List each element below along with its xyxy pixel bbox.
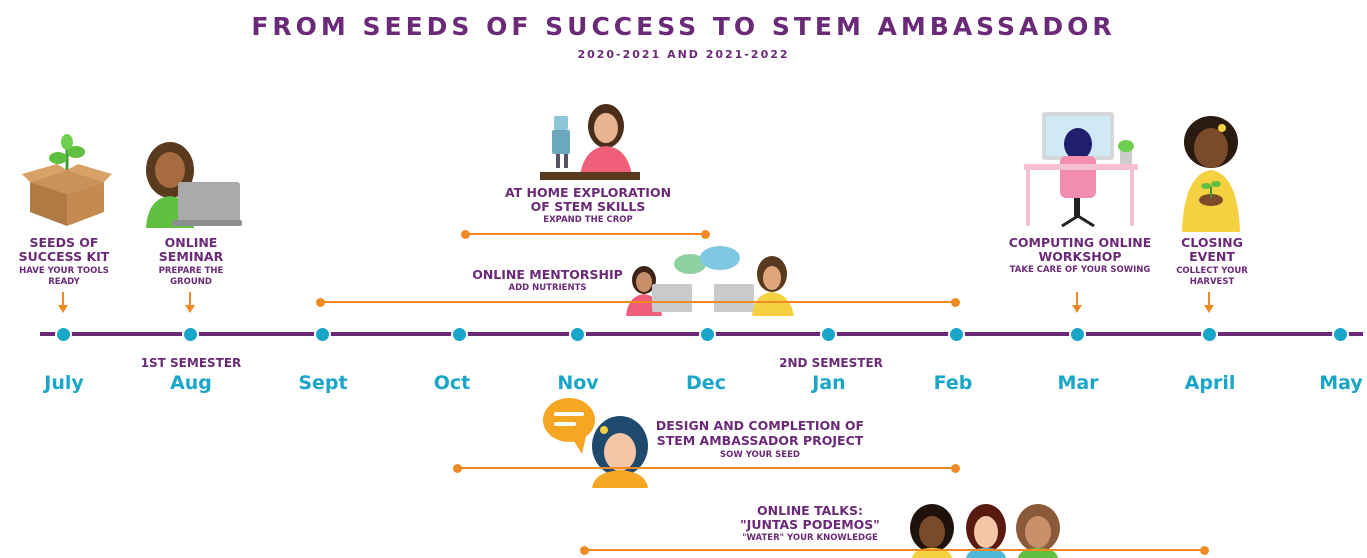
girl-speech-bubble-icon [542,396,652,488]
computing-workshop-sub: TAKE CARE OF YOUR SOWING [1009,265,1151,275]
month-marker-april [1201,326,1218,343]
computing-workshop-arrow-stem [1076,292,1078,306]
online-seminar-title-2: SEMINAR [158,249,224,264]
closing-event-title-1: CLOSING [1181,235,1243,250]
closing-event-sub-2: HARVEST [1189,277,1235,287]
design-project-range-end [951,464,960,473]
computer-desk-icon [1020,110,1145,230]
home-exploration-title-1: AT HOME EXPLORATION [504,185,672,200]
month-marker-mar [1069,326,1086,343]
online-talks-sub: "WATER" YOUR KNOWLEDGE [742,533,878,543]
computing-workshop-title-1: COMPUTING ONLINE [1008,235,1152,250]
online-talks-range-end [1200,546,1209,555]
mentorship-video-call-icon [624,242,804,320]
month-marker-july [55,326,72,343]
month-marker-aug [182,326,199,343]
month-label-aug: Aug [170,372,212,394]
second-semester-label: 2ND SEMESTER [779,356,883,370]
month-label-mar: Mar [1057,372,1099,394]
seeds-kit-sub-2: READY [48,277,80,287]
computing-workshop-title-2: WORKSHOP [1038,249,1122,264]
home-exploration-range-end [701,230,710,239]
first-semester-label: 1ST SEMESTER [140,356,242,370]
online-seminar-arrow-icon [185,305,195,313]
month-marker-sept [314,326,331,343]
mentorship-title: ONLINE MENTORSHIP [472,267,623,282]
month-label-oct: Oct [433,372,471,394]
home-exploration-title-2: OF STEM SKILLS [530,199,646,214]
month-label-feb: Feb [933,372,973,394]
online-seminar-title-1: ONLINE [164,235,218,250]
closing-event-arrow-stem [1208,292,1210,306]
month-label-july: July [44,372,84,394]
month-marker-nov [569,326,586,343]
online-talks-title-2: "JUNTAS PODEMOS" [740,517,880,532]
design-project-title-2: STEM AMBASSADOR PROJECT [656,433,864,448]
design-project-title-1: DESIGN AND COMPLETION OF [655,418,865,433]
seeds-kit-sub-1: HAVE YOUR TOOLS [19,266,109,276]
closing-event-title-2: EVENT [1189,249,1235,264]
month-marker-oct [451,326,468,343]
home-exploration-range-start [461,230,470,239]
online-talks-range [585,549,1205,551]
page-subtitle: 2020-2021 AND 2021-2022 [577,48,790,61]
online-seminar-sub-1: PREPARE THE [158,266,224,276]
online-seminar-arrow-stem [189,292,191,306]
home-exploration-sub: EXPAND THE CROP [543,215,633,225]
mentorship-range-start [316,298,325,307]
month-label-may: May [1319,372,1363,394]
mentorship-sub: ADD NUTRIENTS [508,283,587,293]
girl-laptop-icon [138,140,243,230]
design-project-range-start [453,464,462,473]
mentorship-range-end [951,298,960,307]
month-marker-may [1332,326,1349,343]
online-seminar-sub-2: GROUND [170,277,212,287]
month-label-april: April [1184,372,1236,394]
month-marker-feb [948,326,965,343]
design-project-sub: SOW YOUR SEED [720,450,800,460]
online-talks-range-start [580,546,589,555]
month-label-jan: Jan [812,372,846,394]
month-marker-dec [699,326,716,343]
seeds-kit-title-1: SEEDS OF [29,235,99,250]
mentorship-range [321,301,956,303]
month-label-dec: Dec [686,372,726,394]
girl-plant-icon [1176,114,1246,234]
online-talks-title-1: ONLINE TALKS: [757,503,863,518]
seeds-kit-arrow-stem [62,292,64,306]
closing-event-arrow-icon [1204,305,1214,313]
girl-robot-icon [540,100,640,182]
seeds-kit-title-2: SUCCESS KIT [18,249,110,264]
seedling-box-icon [22,130,112,230]
home-exploration-range [466,233,706,235]
month-label-sept: Sept [298,372,348,394]
design-project-range [458,467,956,469]
month-label-nov: Nov [557,372,599,394]
page-title: FROM SEEDS OF SUCCESS TO STEM AMBASSADOR [251,12,1116,41]
closing-event-sub-1: COLLECT YOUR [1176,266,1248,276]
month-marker-jan [820,326,837,343]
seeds-kit-arrow-icon [58,305,68,313]
computing-workshop-arrow-icon [1072,305,1082,313]
